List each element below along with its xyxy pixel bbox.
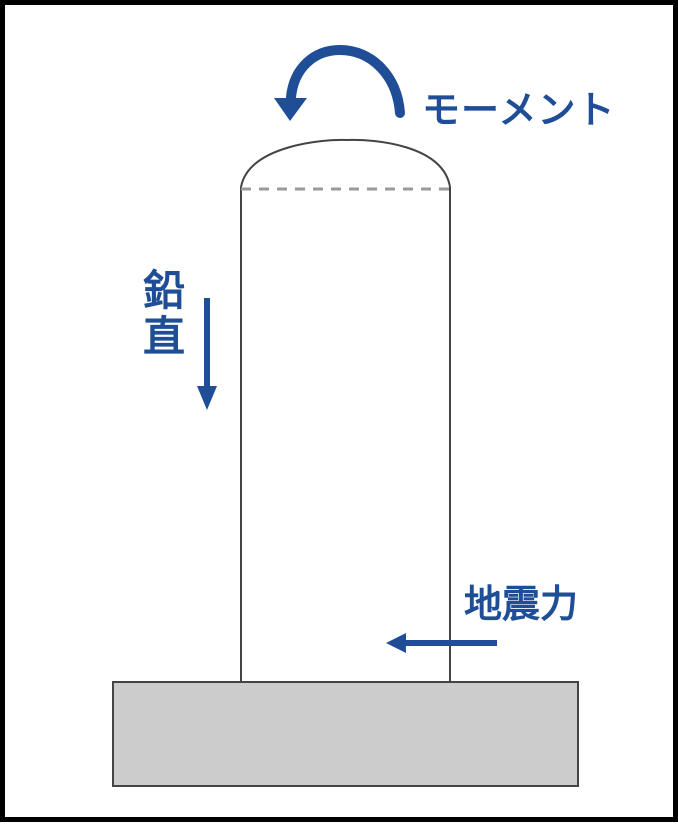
seismic-force: 地震力 bbox=[386, 582, 578, 653]
pillar-body bbox=[240, 187, 451, 682]
down-arrowhead bbox=[197, 386, 217, 410]
moment-arrowhead bbox=[274, 98, 307, 121]
base-block bbox=[112, 681, 579, 787]
vertical-force: 鉛 直 bbox=[143, 266, 217, 410]
pillar-dome bbox=[240, 138, 451, 188]
curved-arrow-icon bbox=[286, 44, 405, 118]
moment-label: モーメント bbox=[422, 88, 615, 132]
pillar-force-diagram: モーメント 鉛 直 地震力 bbox=[112, 44, 615, 787]
vertical-label-char-2: 直 bbox=[143, 312, 185, 361]
left-arrowhead bbox=[386, 633, 406, 653]
seismic-label: 地震力 bbox=[464, 582, 578, 626]
moment-arrow: モーメント bbox=[274, 44, 615, 132]
vertical-label-char-1: 鉛 bbox=[143, 266, 185, 315]
